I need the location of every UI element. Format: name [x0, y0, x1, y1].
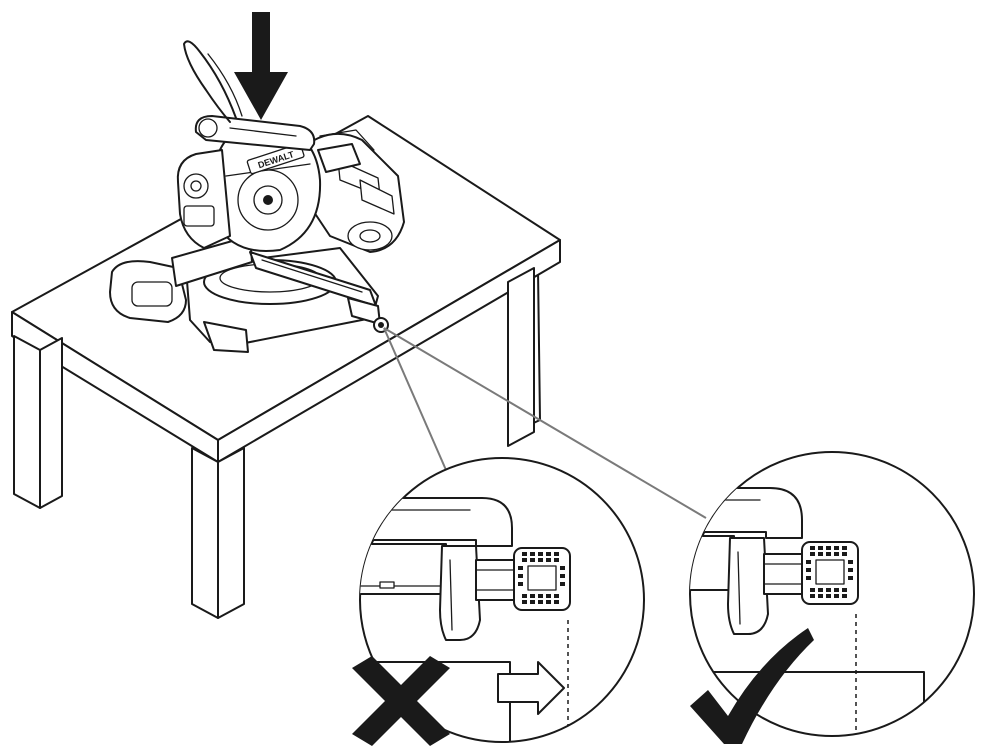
callout-lines [383, 327, 707, 519]
detail-correct [689, 451, 975, 737]
cross-icon [352, 656, 450, 746]
check-icon [690, 628, 814, 744]
arrow-right-icon [497, 661, 565, 715]
arrow-down-icon [234, 12, 288, 120]
mitre-saw: DEWALT [109, 40, 405, 353]
knurl-pattern [806, 546, 853, 598]
detail-incorrect [359, 457, 645, 743]
knurl-pattern [518, 552, 565, 604]
